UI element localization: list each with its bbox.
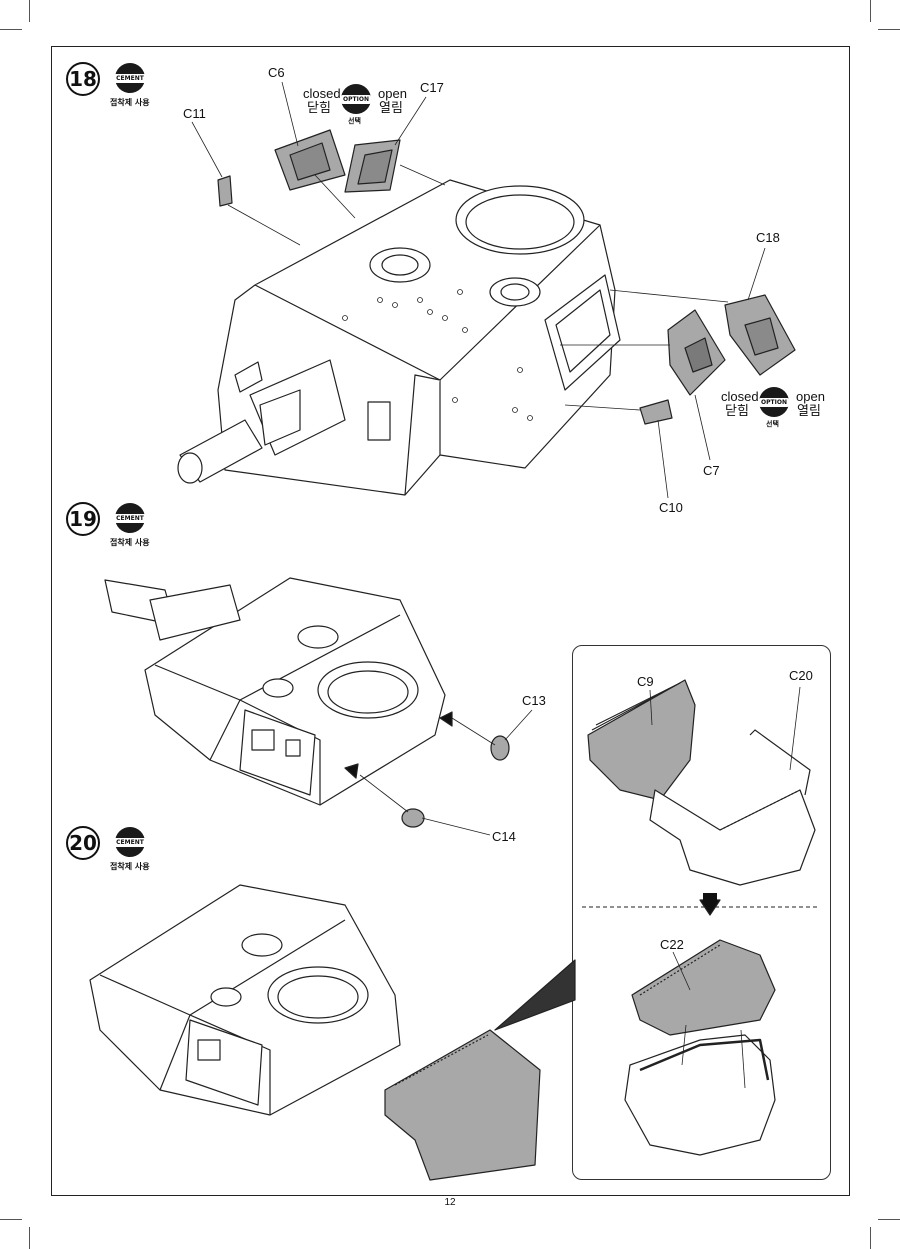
trim-mark: [29, 1227, 30, 1249]
page-frame: [51, 46, 850, 1196]
part-label-c11: C11: [183, 106, 206, 121]
trim-mark: [0, 1219, 22, 1220]
cement-badge-caption: 접착제 사용: [110, 538, 150, 547]
part-label-c18: C18: [756, 230, 780, 245]
trim-mark: [870, 0, 871, 22]
part-label-c9: C9: [637, 674, 654, 689]
option-closed-label-ko: 닫힘: [725, 403, 749, 418]
option-open-label-ko: 열림: [797, 403, 821, 418]
page-number: 12: [444, 1197, 456, 1208]
part-label-c20: C20: [789, 668, 813, 683]
option-closed-label: closed: [303, 86, 341, 101]
cement-badge-caption: 접착제 사용: [110, 98, 150, 107]
part-c10: [639, 399, 673, 425]
step-number-18: 18: [61, 62, 105, 96]
turret-step20: [89, 884, 401, 1116]
option-closed-label: closed: [721, 389, 759, 404]
part-label-c17: C17: [420, 80, 444, 95]
part-c20: [749, 729, 811, 796]
option-closed-label-ko: 닫힘: [307, 100, 331, 115]
option-open-label: open: [378, 86, 407, 101]
option-badge: OPTION: [759, 387, 789, 417]
mantlet-cover-step20: [384, 1029, 541, 1181]
option-badge-caption: 선택: [348, 117, 361, 125]
part-c11: [217, 175, 233, 207]
option-badge-caption: 선택: [766, 420, 779, 428]
part-label-c14: C14: [492, 829, 516, 844]
part-c22: [631, 939, 776, 1036]
part-label-c22: C22: [660, 937, 684, 952]
part-label-c6: C6: [268, 65, 285, 80]
part-label-c13: C13: [522, 693, 546, 708]
step-number-19: 19: [61, 502, 105, 536]
part-label-c10: C10: [659, 500, 683, 515]
trim-mark: [0, 29, 22, 30]
trim-mark: [870, 1227, 871, 1249]
part-c14: [401, 808, 425, 828]
step-number-20: 20: [61, 826, 105, 860]
turret-step19: [104, 577, 446, 806]
cement-badge: CEMENT: [114, 827, 146, 857]
trim-mark: [878, 1219, 900, 1220]
option-open-label: open: [796, 389, 825, 404]
part-c13: [490, 735, 510, 761]
turret-step18: [177, 179, 621, 496]
option-badge: OPTION: [341, 84, 371, 114]
cement-badge-caption: 접착제 사용: [110, 862, 150, 871]
part-label-c7: C7: [703, 463, 720, 478]
option-open-label-ko: 열림: [379, 100, 403, 115]
trim-mark: [878, 29, 900, 30]
part-c9: [587, 679, 696, 801]
cement-badge: CEMENT: [114, 63, 146, 93]
trim-mark: [29, 0, 30, 22]
cement-badge: CEMENT: [114, 503, 146, 533]
